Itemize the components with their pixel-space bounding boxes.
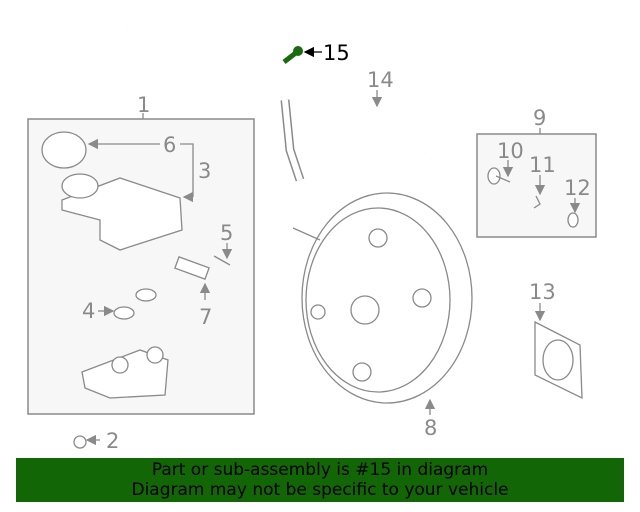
grommet[interactable] xyxy=(135,288,157,302)
nut-part-2[interactable] xyxy=(73,435,87,449)
master-cylinder[interactable] xyxy=(81,346,169,399)
pin-part-5[interactable] xyxy=(213,255,231,266)
callout-3: 3 xyxy=(198,159,211,183)
callout-10: 10 xyxy=(497,139,524,163)
fitting-part-10[interactable] xyxy=(487,167,511,185)
brake-booster-part-8[interactable] xyxy=(292,192,473,404)
vacuum-hose-part-14[interactable] xyxy=(127,23,433,182)
seal-part-12[interactable] xyxy=(567,212,579,228)
callout-13: 13 xyxy=(529,280,556,304)
callout-1: 1 xyxy=(137,93,150,117)
callout-14: 14 xyxy=(367,68,394,92)
callout-4: 4 xyxy=(82,299,95,323)
callout-11: 11 xyxy=(529,153,556,177)
callout-2: 2 xyxy=(106,429,119,453)
bolt-part-15[interactable] xyxy=(282,46,303,64)
callout-12: 12 xyxy=(564,176,591,200)
callout-7: 7 xyxy=(199,305,212,329)
callout-8: 8 xyxy=(424,416,437,440)
callout-6: 6 xyxy=(163,133,176,157)
grommet-part-4[interactable] xyxy=(113,306,135,320)
banner-line-1: Part or sub-assembly is #15 in diagram xyxy=(151,460,489,480)
callout-9: 9 xyxy=(533,106,546,130)
clip-part-11[interactable] xyxy=(533,195,541,209)
gasket-part-13[interactable] xyxy=(534,320,583,400)
banner-line-2: Diagram may not be specific to your vehi… xyxy=(131,480,509,500)
callout-5: 5 xyxy=(220,221,233,245)
callout-15: 15 xyxy=(323,41,350,65)
part-notice-banner: Part or sub-assembly is #15 in diagram D… xyxy=(16,458,624,502)
reservoir-part-3[interactable] xyxy=(41,131,183,251)
sensor-part-7[interactable] xyxy=(174,256,210,280)
